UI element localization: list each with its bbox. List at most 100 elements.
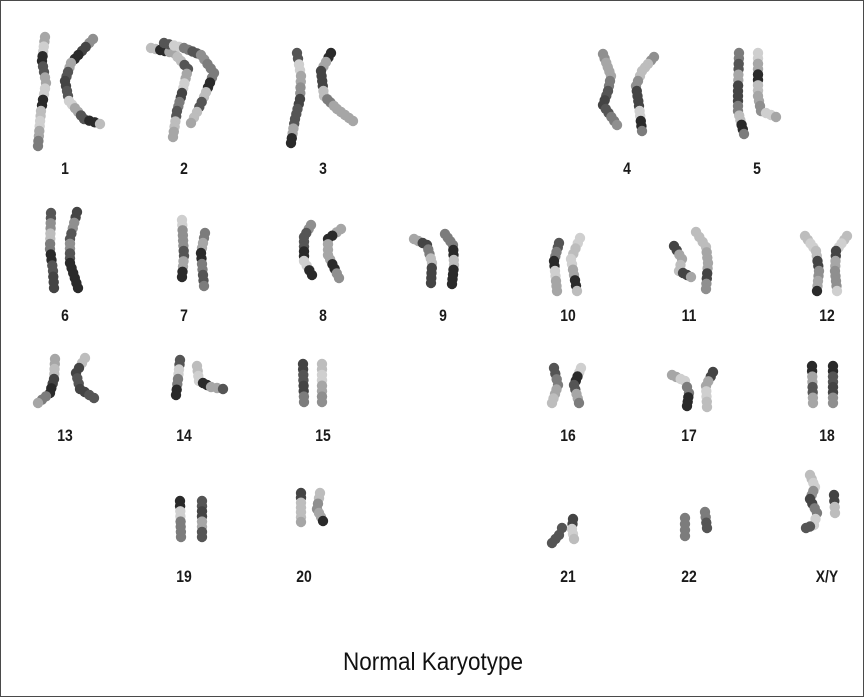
chromosome-label-18: 18	[794, 426, 860, 446]
chromosome-band	[739, 129, 749, 139]
chromosome-label-17: 17	[656, 426, 722, 446]
chromatid-7-b	[196, 228, 210, 291]
chromatid-13-b	[71, 353, 99, 403]
chromosome-pair-2	[146, 38, 219, 142]
chromosome-label-15: 15	[290, 426, 356, 446]
chromosome-label-22: 22	[656, 567, 722, 587]
chromatid-20-b	[312, 488, 328, 526]
chromosome-label-8: 8	[290, 306, 356, 326]
chromosome-band	[808, 398, 818, 408]
chromatid-10-b	[566, 233, 585, 296]
chromosome-band	[197, 532, 207, 542]
chromatid-11-b	[691, 227, 713, 294]
chromosome-band	[447, 279, 457, 289]
chromatid-8-a	[299, 220, 317, 280]
chromosome-band	[176, 532, 186, 542]
chromosome-band	[612, 120, 622, 130]
chromosome-pair-18	[807, 361, 838, 408]
chromosome-pair-10	[549, 233, 585, 296]
chromosome-band	[168, 132, 178, 142]
chromatid-12-a	[800, 231, 824, 296]
chromosome-pair-11	[669, 227, 713, 294]
chromosome-pair-4	[598, 49, 659, 136]
chromatid-22-a	[680, 513, 690, 541]
chromosome-band	[830, 508, 840, 518]
chromosome-label-4: 4	[594, 159, 660, 179]
chromosome-label-5: 5	[724, 159, 790, 179]
chromosome-band	[552, 286, 562, 296]
chromatid-15-b	[317, 359, 327, 407]
chromosome-label-14: 14	[151, 426, 217, 446]
chromosome-pair-13	[33, 353, 99, 408]
chromatid-3-a	[286, 48, 306, 148]
chromosome-pair-19	[175, 496, 207, 542]
chromosome-band	[832, 286, 842, 296]
chromosome-label-21: 21	[535, 567, 601, 587]
chromatid-21-b	[567, 514, 579, 544]
chromosome-label-1: 1	[32, 159, 98, 179]
chromosome-pair-12	[800, 231, 852, 296]
chromatid-17-a	[667, 370, 694, 411]
chromosome-pair-15	[298, 359, 327, 407]
chromosome-label-3: 3	[290, 159, 356, 179]
chromatid-5-b	[753, 48, 781, 122]
chromatid-5-a	[733, 48, 749, 139]
chromatid-XY-b	[829, 490, 840, 518]
chromosome-label-13: 13	[32, 426, 98, 446]
chromosome-pair-9	[409, 229, 459, 289]
chromosome-band	[547, 398, 557, 408]
chromatid-16-a	[547, 363, 563, 408]
chromatid-12-b	[830, 231, 852, 296]
chromosome-band	[828, 398, 838, 408]
chromosome-label-12: 12	[794, 306, 860, 326]
chromatid-3-b	[316, 48, 358, 126]
chromosome-band	[348, 116, 358, 126]
chromosome-band	[73, 283, 83, 293]
chromosome-pair-21	[547, 514, 579, 548]
chromatid-1-b	[60, 34, 105, 129]
chromosome-band	[801, 523, 811, 533]
chromosome-band	[686, 272, 696, 282]
chromatid-16-b	[569, 363, 586, 408]
chromosome-band	[317, 397, 327, 407]
chromosome-band	[426, 278, 436, 288]
chromosome-band	[334, 273, 344, 283]
chromosome-band	[177, 272, 187, 282]
chromosome-pair-22	[680, 507, 712, 541]
chromatid-14-a	[171, 355, 185, 400]
chromosome-band	[680, 531, 690, 541]
chromosome-label-XY: X/Y	[794, 567, 860, 587]
chromatid-18-a	[807, 361, 818, 408]
chromatid-15-a	[298, 359, 309, 407]
chromosome-band	[771, 112, 781, 122]
chromosome-label-6: 6	[32, 306, 98, 326]
chromosome-band	[49, 283, 59, 293]
chromatid-10-a	[549, 238, 564, 296]
chromosome-band	[637, 126, 647, 136]
chromosome-band	[812, 286, 822, 296]
chromosome-band	[572, 286, 582, 296]
figure-caption: Normal Karyotype	[44, 648, 822, 677]
chromosome-band	[307, 270, 317, 280]
chromosome-band	[33, 398, 43, 408]
chromosome-pair-20	[296, 488, 328, 527]
chromosome-label-19: 19	[151, 567, 217, 587]
chromosome-band	[218, 384, 228, 394]
chromosome-label-9: 9	[410, 306, 476, 326]
chromosome-band	[701, 284, 711, 294]
chromosome-pair-3	[286, 48, 358, 148]
chromosome-band	[296, 517, 306, 527]
chromosome-pair-5	[733, 48, 781, 139]
chromatid-17-b	[701, 367, 718, 412]
chromosome-pair-17	[667, 367, 718, 412]
chromatid-6-b	[65, 207, 83, 293]
chromatid-6-a	[45, 208, 59, 293]
chromosome-pair-7	[177, 215, 210, 291]
chromosome-pair-14	[171, 355, 228, 400]
chromatid-19-a	[175, 496, 186, 542]
chromosome-pair-1	[33, 32, 105, 151]
chromosome-band	[574, 398, 584, 408]
chromatid-14-b	[192, 361, 228, 394]
chromatid-1-a	[33, 32, 51, 151]
